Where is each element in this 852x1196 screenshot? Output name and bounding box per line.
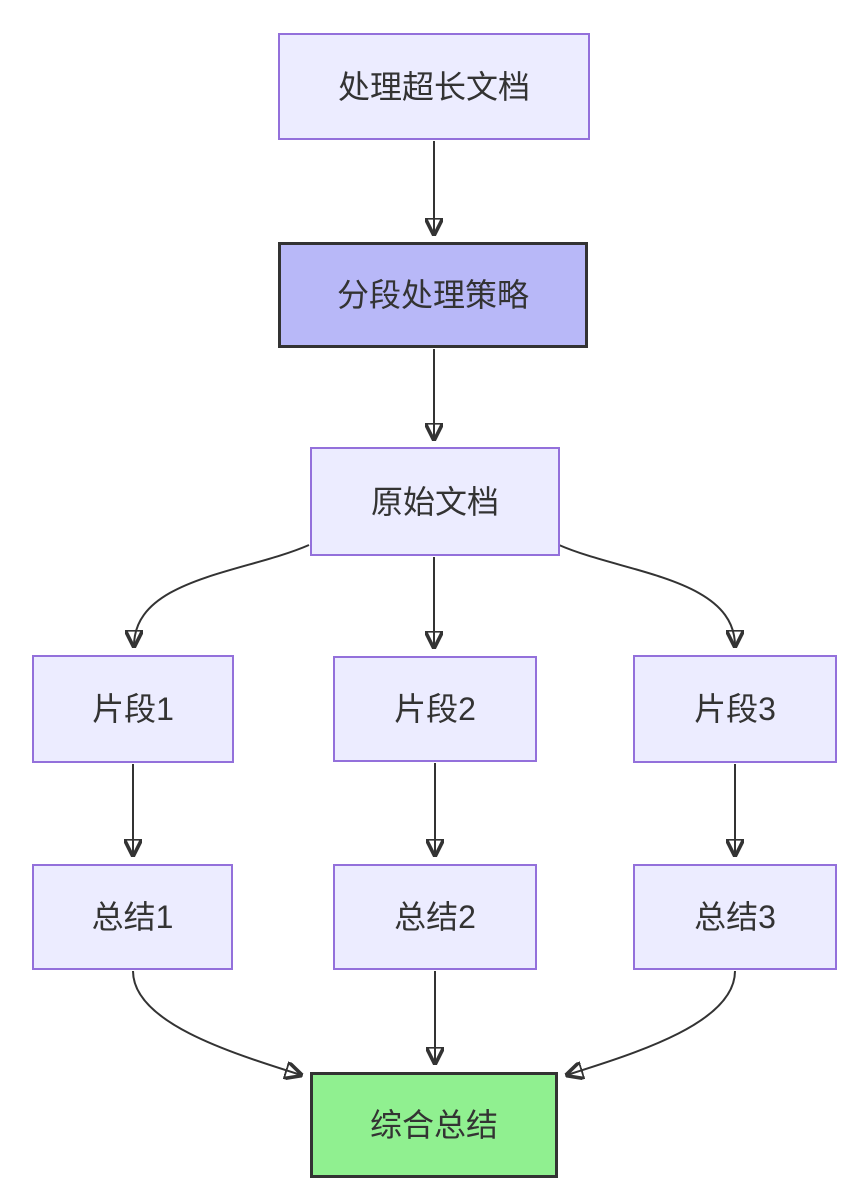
node-fragment-1: 片段1 [32,655,234,763]
node-original-document: 原始文档 [310,447,560,556]
node-summary-1: 总结1 [32,864,233,970]
node-summary-2: 总结2 [333,864,537,970]
node-label: 原始文档 [370,483,499,520]
node-label: 分段处理策略 [336,277,529,313]
node-label: 处理超长文档 [337,68,530,105]
node-final-summary: 综合总结 [310,1072,558,1178]
node-label: 总结3 [694,899,776,935]
node-fragment-2: 片段2 [333,656,537,762]
node-process-long-document: 处理超长文档 [278,33,590,140]
node-fragment-3: 片段3 [633,655,837,763]
node-label: 总结2 [394,899,476,935]
node-label: 片段2 [394,691,476,727]
node-label: 片段3 [694,691,776,727]
node-segmentation-strategy: 分段处理策略 [278,242,588,348]
node-label: 片段1 [92,691,174,727]
edge-summary-1-to-final [132,970,301,1075]
edge-summary-3-to-final [567,970,736,1075]
node-label: 综合总结 [369,1107,498,1143]
edge-original-to-fragment-1 [134,544,310,646]
node-label: 总结1 [91,899,174,935]
edge-original-to-fragment-3 [558,544,735,646]
node-summary-3: 总结3 [633,864,837,970]
